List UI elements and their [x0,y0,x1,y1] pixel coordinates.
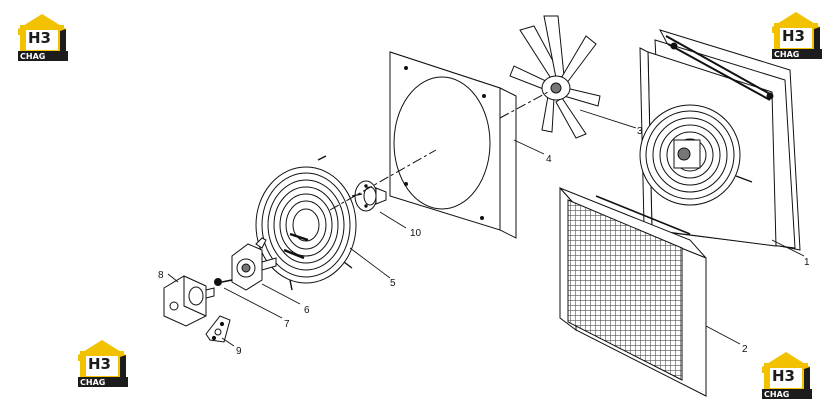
logo-bottom-text: CHAG [20,52,45,61]
part-3-fan-blade [509,15,601,139]
callout-4: 4 [546,154,552,165]
callout-1: 1 [804,257,810,268]
part-6-motor-housing [231,237,277,291]
logo-bottom-text: CHAG [774,50,799,59]
logo-top-text: H3 [88,355,111,373]
logo-bottom-left: H3 CHAG [78,340,128,387]
callout-6: 6 [304,305,310,316]
part-8-hydraulic-motor [163,275,215,327]
callout-2: 2 [742,344,748,355]
part-7-bolt [214,278,233,286]
assembly-axis [329,91,549,211]
part-4-shroud-panel [389,51,517,239]
callout-5: 5 [390,278,396,289]
logo-top-text: H3 [772,367,795,385]
logo-bottom-right: H3 CHAG [762,352,812,399]
logo-top-text: H3 [28,29,51,47]
part-9-mounting-plate [205,315,231,343]
callout-9: 9 [236,346,242,357]
logo-top-right: H3 CHAG [772,12,822,59]
part-10-hub-adapter [354,180,387,212]
callout-8: 8 [158,270,164,281]
callout-3: 3 [637,126,643,137]
logo-bottom-text: CHAG [764,390,789,399]
logo-top-text: H3 [782,27,805,45]
part-1-cooler-assembly [639,29,801,251]
callout-10: 10 [410,228,422,239]
leader-lines [167,109,805,347]
part-5-fan-guard [255,155,363,291]
part-2-radiator-core [559,186,707,397]
callout-labels: 1 2 3 4 5 6 7 8 9 10 [158,126,810,357]
logo-bottom-text: CHAG [80,378,105,387]
logo-top-left: H3 CHAG [18,14,68,61]
callout-7: 7 [284,319,290,330]
